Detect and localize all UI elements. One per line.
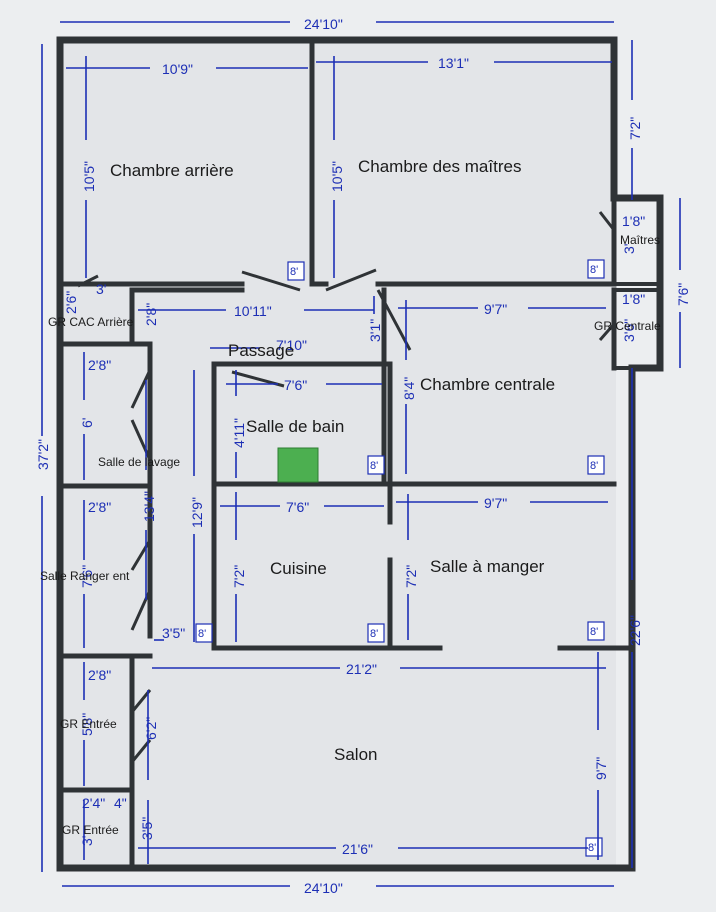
height-marker: 8' <box>587 455 605 475</box>
room-salle-lavage: Salle de lavage <box>98 455 180 469</box>
room-gr-cac-arriere: GR CAC Arrière <box>48 315 134 329</box>
room-gr-entree-1: GR Entrée <box>60 717 117 731</box>
height-marker: 8' <box>195 623 213 643</box>
floor-area <box>60 40 616 868</box>
dim-sl-width: 2'8" <box>88 357 111 373</box>
dim-height-left: 37'2" <box>35 439 51 470</box>
bathroom-fixture <box>277 447 319 483</box>
svg-text:8': 8' <box>370 460 378 472</box>
dimension-lines <box>41 21 681 887</box>
height-marker: 8' <box>587 259 605 279</box>
dim-sr-height: 7'6" <box>79 565 95 588</box>
height-marker: 8' <box>587 621 605 641</box>
height-marker: 8' <box>367 623 385 643</box>
dim-right-upper: 7'2" <box>627 117 643 140</box>
outer-walls <box>56 36 664 872</box>
room-passage: Passage <box>228 341 294 360</box>
dim-grm-width: 1'8" <box>622 213 645 229</box>
dim-entry-gap: 3'5" <box>162 625 185 641</box>
dim-sb-width: 7'6" <box>284 377 307 393</box>
dim-salon-height: 9'7" <box>593 757 609 780</box>
dim-cc-width: 9'7" <box>484 301 507 317</box>
dim-grm-height: 3' <box>621 244 637 254</box>
height-marker: 8' <box>287 261 305 281</box>
dim-cu-width: 7'6" <box>286 499 309 515</box>
height-marker: 8' <box>585 837 603 857</box>
dim-cm-width: 13'1" <box>438 55 469 71</box>
dim-cc-height: 8'4" <box>401 377 417 400</box>
dim-gre2-width: 2'4" <box>82 795 105 811</box>
dim-sb-height: 4'11" <box>231 418 247 448</box>
dim-sl-height: 6' <box>79 418 95 428</box>
room-labels: Chambre arrière Chambre des maîtres Maît… <box>40 157 661 837</box>
dim-gre-width: 2'8" <box>88 667 111 683</box>
dim-sm-width: 9'7" <box>484 495 507 511</box>
dim-passage-width2: 7'10" <box>276 337 307 353</box>
dim-passage-height: 3'1" <box>367 319 383 342</box>
dimension-labels: 24'10" 24'10" 37'2" 7'2" 7'6" 22'6" 10'9… <box>35 16 691 896</box>
dim-gre2-width2: 4" <box>114 795 127 811</box>
dim-salon-width-bottom: 21'6" <box>342 841 373 857</box>
dim-gre-height: 5'8" <box>79 713 95 736</box>
room-gr-centrale: GR Centrale <box>594 319 661 333</box>
room-salon: Salon <box>334 745 377 764</box>
dim-cu-total: 12'9" <box>189 497 205 528</box>
dim-gre2-height2: 3' <box>79 836 95 846</box>
dim-cac-width: 3' <box>96 281 106 297</box>
room-cuisine: Cuisine <box>270 559 327 578</box>
height-marker: 8' <box>367 455 385 475</box>
dim-ca-width: 10'9" <box>162 61 193 77</box>
dim-cu-height: 7'2" <box>231 565 247 588</box>
dim-passage-width: 10'11" <box>234 303 272 319</box>
room-salle-ranger: Salle Ranger ent <box>40 569 130 583</box>
dim-cm-height: 10'5" <box>329 161 345 192</box>
dim-grc-width: 1'8" <box>622 291 645 307</box>
dim-right-middle: 7'6" <box>675 283 691 306</box>
dim-cac-height: 2'6" <box>63 291 79 314</box>
dim-width-bottom: 24'10" <box>304 880 343 896</box>
dim-cac-side: 2'8" <box>143 303 159 326</box>
svg-text:8': 8' <box>290 266 298 278</box>
dim-gre2-height: 3'5" <box>139 817 155 840</box>
room-chambre-arriere: Chambre arrière <box>110 161 234 180</box>
room-gr-entree-2: GR Entrée <box>62 823 119 837</box>
dim-sl-total: 13'4" <box>141 491 157 522</box>
interior-walls <box>59 39 662 869</box>
room-salle-bain: Salle de bain <box>246 417 344 436</box>
room-chambre-centrale: Chambre centrale <box>420 375 555 394</box>
dim-salon-width-top: 21'2" <box>346 661 377 677</box>
dim-grc-height: 3'6" <box>621 319 637 342</box>
svg-text:8': 8' <box>590 264 598 276</box>
room-salle-manger: Salle à manger <box>430 557 545 576</box>
svg-text:8': 8' <box>588 842 596 854</box>
svg-text:8': 8' <box>370 628 378 640</box>
svg-text:8': 8' <box>590 626 598 638</box>
dim-sr-width: 2'8" <box>88 499 111 515</box>
doors <box>77 211 616 763</box>
height-markers: 8' 8' 8' 8' 8' 8' 8' 8' <box>195 259 605 857</box>
dim-gre-depth: 6'2" <box>143 717 159 740</box>
dim-width-top: 24'10" <box>304 16 343 32</box>
room-chambre-maitres: Chambre des maîtres <box>358 157 521 176</box>
svg-text:8': 8' <box>590 460 598 472</box>
dim-sm-height: 7'2" <box>403 565 419 588</box>
room-gr-maitres: Maîtres <box>620 233 660 247</box>
dim-ca-height: 10'5" <box>81 161 97 192</box>
svg-text:8': 8' <box>198 628 206 640</box>
dim-right-lower: 22'6" <box>627 615 643 646</box>
